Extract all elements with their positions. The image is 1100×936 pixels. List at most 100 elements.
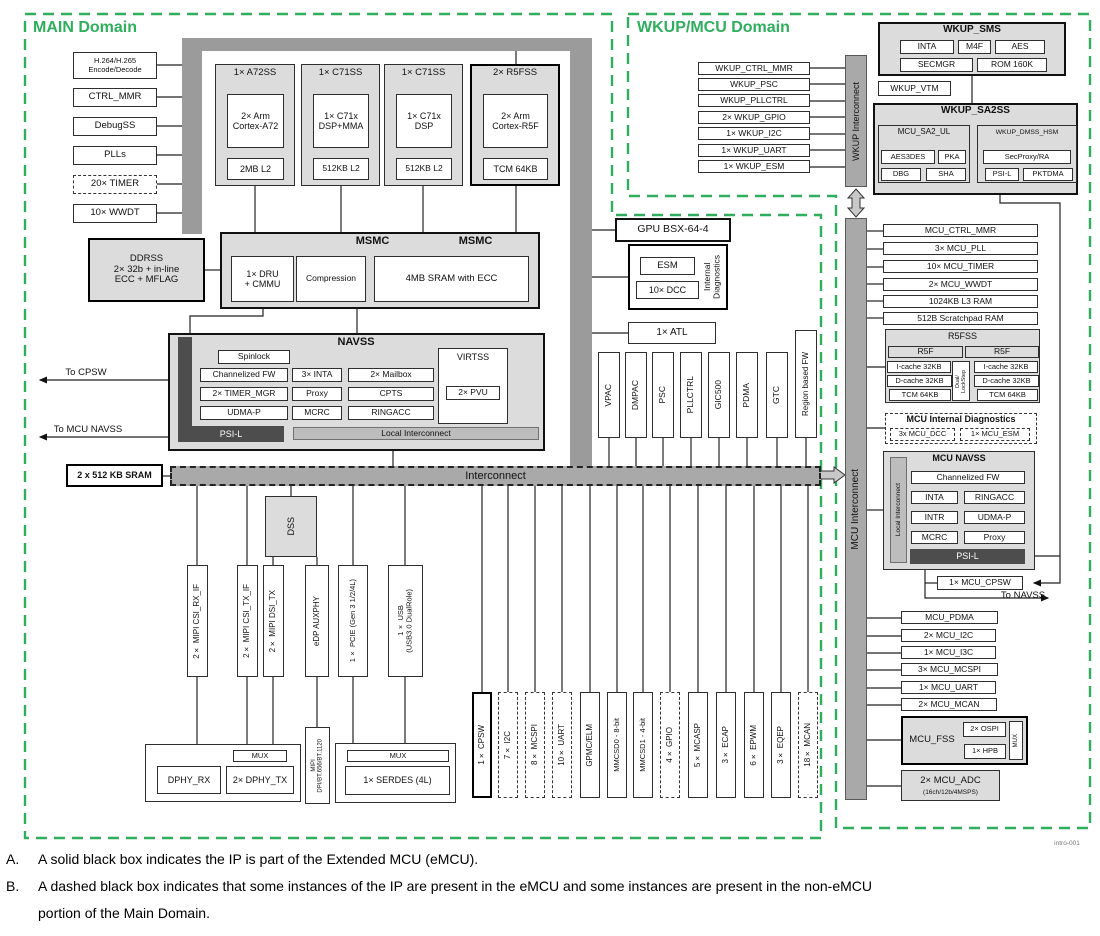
icache-right: I-cache 32KB <box>974 361 1038 373</box>
region-based-fw: Region based FW <box>795 330 817 438</box>
mcu-adc <box>901 770 1000 801</box>
mn-channelized-fw: Channelized FW <box>911 471 1025 484</box>
debugss: DebugSS <box>73 117 157 136</box>
mipi-dsi-tx: 2× MIPI DSI_TX <box>263 565 284 677</box>
c71-1-l2: 512KB L2 <box>313 158 369 180</box>
dcache-left: D-cache 32KB <box>887 375 952 387</box>
mcu-fss-label: MCU_FSS <box>909 733 955 745</box>
mcu-uart: 1× MCU_UART <box>901 681 996 694</box>
fss-mux: MUX <box>1009 721 1023 760</box>
esm: ESM <box>640 257 695 275</box>
hpb-1x: 1× HPB <box>964 744 1006 759</box>
footnote-b: B. A dashed black box indicates that som… <box>6 878 872 894</box>
tcm-left: TCM 64KB <box>889 389 951 401</box>
compute-frame-top <box>182 38 592 51</box>
dcache-right: D-cache 32KB <box>974 375 1039 387</box>
wkup-i2c: 1× WKUP_I2C <box>698 127 810 140</box>
inta-3x: 3× INTA <box>292 368 342 382</box>
msmc-sram: 4MB SRAM with ECC <box>374 256 529 302</box>
dphy-mux: MUX <box>233 750 287 762</box>
mcu-sa2-ul-title: MCU_SA2_UL <box>897 127 951 137</box>
mcu-timer: 10× MCU_TIMER <box>883 260 1038 273</box>
footnote-a-number: A. <box>6 851 20 867</box>
i2c-7x: 7× I2C <box>498 692 518 798</box>
compute-frame-left <box>182 38 202 234</box>
mipi-csi-tx: 2× MIPI CSI_TX_IF <box>237 565 258 677</box>
wkup-vtm: WKUP_VTM <box>878 81 951 96</box>
serdes: 1× SERDES (4L) <box>345 766 450 795</box>
mcu-mcspi: 3× MCU_MCSPI <box>901 663 998 676</box>
epwm-6x: 6× EPWM <box>744 692 764 798</box>
mcan-18x: 18× MCAN <box>798 692 818 798</box>
sms-rom: ROM 160K <box>977 58 1047 72</box>
mn-ringacc: RINGACC <box>964 491 1025 504</box>
mcu-i2c: 2× MCU_I2C <box>901 629 996 642</box>
wkup-uart: 1× WKUP_UART <box>698 144 810 157</box>
interconnect-bar: Interconnect <box>170 466 821 486</box>
serdes-mux: MUX <box>347 750 449 762</box>
edp-auxphy: eDP AUXPHY <box>305 565 329 677</box>
mcu-navss-local-interconnect: Local Interconnect <box>890 457 907 563</box>
wkup-interconnect-bar: WKUP Interconnect <box>845 55 867 187</box>
wwdt-10x: 10× WWDT <box>73 204 157 223</box>
channelized-fw: Channelized FW <box>200 368 288 382</box>
r5fss-main-title: 2× R5FSS <box>492 67 538 79</box>
r5f-tcm: TCM 64KB <box>483 158 548 180</box>
msmc-compression: Compression <box>296 256 366 302</box>
to-cpsw-label: To CPSW <box>65 367 107 379</box>
timer-mgr: 2× TIMER_MGR <box>200 387 288 401</box>
footnote-b-number: B. <box>6 878 20 894</box>
wkup-sa2ss-title: WKUP_SA2SS <box>941 105 1010 117</box>
vpac: VPAC <box>598 352 620 438</box>
usb: 1× USB(USB3.0 DualRole) <box>388 565 423 677</box>
l3-ram: 1024KB L3 RAM <box>883 295 1038 308</box>
mcu-dcc: 3x MCU_DCC <box>890 428 955 441</box>
navss-title: NAVSS <box>337 336 375 349</box>
msmc-title-2: MSMC <box>458 234 493 247</box>
mcu-internal-diag-title: MCU Internal Diagnostics <box>906 414 1016 425</box>
pktdma: PKTDMA <box>1023 168 1073 181</box>
mn-intr: INTR <box>911 511 958 524</box>
mcu-interconnect-bar: MCU Interconnect <box>845 218 867 800</box>
sha: SHA <box>926 168 966 181</box>
mcu-ctrl-mmr: MCU_CTRL_MMR <box>883 224 1038 237</box>
pdma: PDMA <box>736 352 758 438</box>
mcrc: MCRC <box>292 406 342 420</box>
footnote-b-continued: portion of the Main Domain. <box>6 905 210 921</box>
gtc: GTC <box>766 352 788 438</box>
scratchpad-ram: 512B Scratchpad RAM <box>883 312 1038 325</box>
uart-10x: 10× UART <box>552 692 572 798</box>
mcu-adc-line2: (16ch/12b/4MSPS) <box>923 788 978 796</box>
msmc-title-1: MSMC <box>355 234 390 247</box>
wkup-psc: WKUP_PSC <box>698 78 810 91</box>
eqep-3x: 3× EQEP <box>771 692 791 798</box>
wkup-sms-title: WKUP_SMS <box>943 24 1001 36</box>
mipi-csi-rx: 2× MIPI CSI_RX_IF <box>187 565 208 677</box>
a72ss-title: 1× A72SS <box>233 67 277 79</box>
aes3des: AES3DES <box>881 150 935 164</box>
sms-inta: INTA <box>900 40 954 54</box>
navss-local-interconnect: Local Interconnect <box>293 427 539 440</box>
to-mcu-navss-label: To MCU NAVSS <box>53 424 123 436</box>
ctrl-mmr: CTRL_MMR <box>73 88 157 107</box>
mailbox-2x: 2× Mailbox <box>348 368 434 382</box>
ospi-2x: 2× OSPI <box>963 722 1006 737</box>
r5f-right: R5F <box>965 346 1039 358</box>
sms-aes: AES <box>995 40 1045 54</box>
pka: PKA <box>938 150 966 164</box>
psc: PSC <box>652 352 674 438</box>
sms-secmgr: SECMGR <box>900 58 973 72</box>
secproxy-ra: SecProxy/RA <box>983 150 1071 164</box>
ecap-3x: 3× ECAP <box>716 692 736 798</box>
dphy-rx: DPHY_RX <box>157 766 221 794</box>
mcu-pdma: MCU_PDMA <box>901 611 998 624</box>
pllctrl: PLLCTRL <box>680 352 702 438</box>
r5f-left: R5F <box>888 346 963 358</box>
main-domain-label: MAIN Domain <box>33 19 137 37</box>
